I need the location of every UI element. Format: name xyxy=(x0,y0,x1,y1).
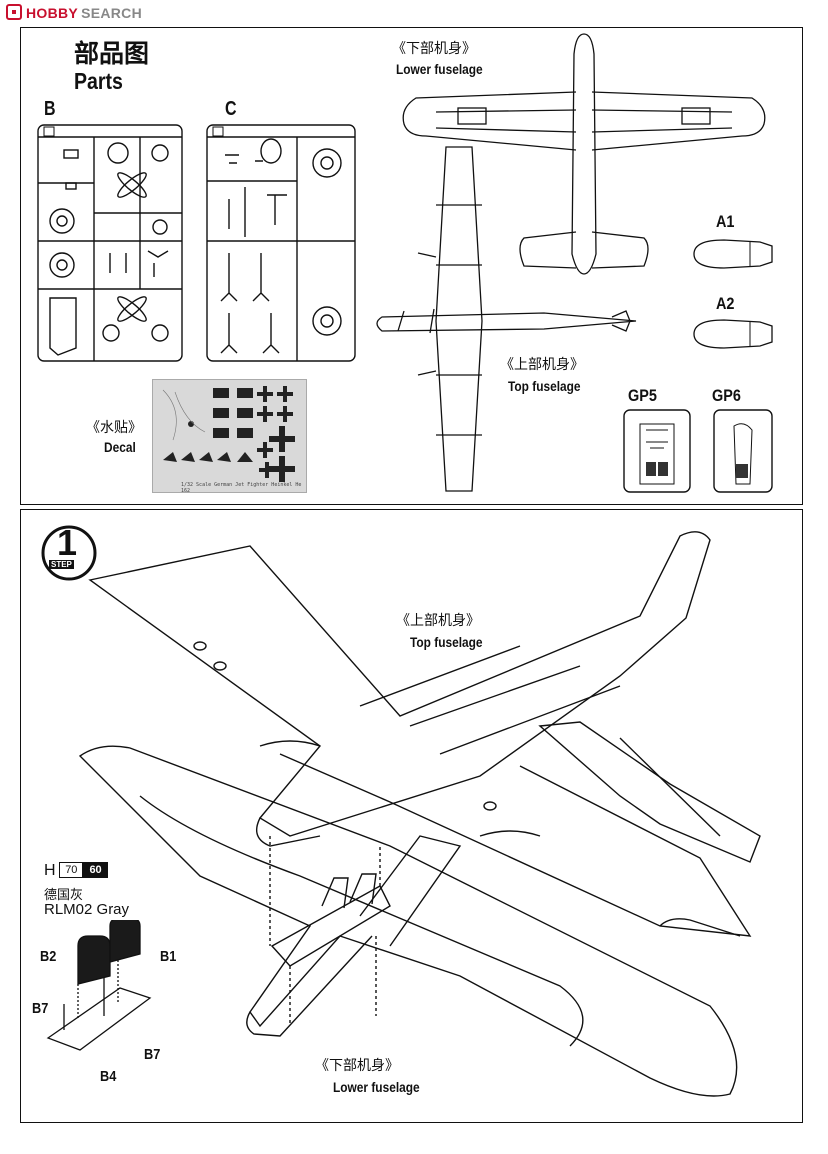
parts-panel xyxy=(20,27,803,505)
callout-b7-left: B7 xyxy=(32,1000,49,1017)
sprue-letter-b: B xyxy=(44,98,56,120)
decal-sheet-art xyxy=(162,386,295,482)
parts-title-cn: 部品图 xyxy=(74,39,150,68)
callout-b7-right: B7 xyxy=(144,1046,161,1063)
brand-name: HOBBY xyxy=(26,5,79,21)
callout-b4: B4 xyxy=(100,1068,117,1085)
paint-code-primary: 70 xyxy=(59,862,84,878)
paint-code-secondary: 60 xyxy=(83,862,108,878)
part-gp5-drawing xyxy=(623,409,691,493)
lower-fuselage-label-en: Lower fuselage xyxy=(396,61,483,77)
lower-fuselage-top-view xyxy=(402,33,766,275)
step-lower-fuselage-label-cn: 《下部机身》 xyxy=(315,1058,399,1074)
paint-name-en: RLM02 Gray xyxy=(44,901,130,918)
lower-fuselage-label-cn: 《下部机身》 xyxy=(392,41,476,57)
step-panel xyxy=(20,509,803,1123)
sprue-letter-c: C xyxy=(225,98,237,120)
decal-label-cn: 《水贴》 xyxy=(86,420,142,436)
decal-label-en: Decal xyxy=(104,439,136,455)
step-lower-fuselage-label-en: Lower fuselage xyxy=(333,1079,420,1095)
step-top-fuselage-label-en: Top fuselage xyxy=(410,634,483,650)
parts-title-en: Parts xyxy=(74,68,123,94)
top-fuselage-label-cn: 《上部机身》 xyxy=(500,357,584,373)
paint-prefix: H xyxy=(44,862,56,879)
hobby-search-logo-icon xyxy=(6,4,22,20)
part-gp6-label: GP6 xyxy=(712,386,741,405)
step-number: 1 xyxy=(57,522,78,563)
step-top-fuselage-label-cn: 《上部机身》 xyxy=(396,613,480,629)
brand-suffix: SEARCH xyxy=(81,5,142,21)
callout-b2: B2 xyxy=(40,948,57,965)
decal-sheet-footer: 1/32 Scale German Jet Fighter Heinkel He… xyxy=(181,482,302,494)
top-fuselage-top-view xyxy=(376,146,637,492)
decal-sheet: 1/32 Scale German Jet Fighter Heinkel He… xyxy=(152,379,307,494)
paint-name-cn: 德国灰 xyxy=(44,888,84,903)
seat-subassembly-drawing xyxy=(46,920,152,1051)
step1-assembly-drawing xyxy=(78,531,761,1097)
step-label: STEP xyxy=(49,560,74,569)
part-gp6-drawing xyxy=(713,409,773,493)
part-a2-drawing xyxy=(693,319,773,349)
sprue-b-drawing xyxy=(37,124,183,362)
part-a1-drawing xyxy=(693,239,773,269)
part-a2-label: A2 xyxy=(716,294,735,313)
part-a1-label: A1 xyxy=(716,212,735,231)
part-gp5-label: GP5 xyxy=(628,386,657,405)
sprue-c-drawing xyxy=(206,124,356,362)
callout-b1: B1 xyxy=(160,948,177,965)
top-fuselage-label-en: Top fuselage xyxy=(508,378,581,394)
